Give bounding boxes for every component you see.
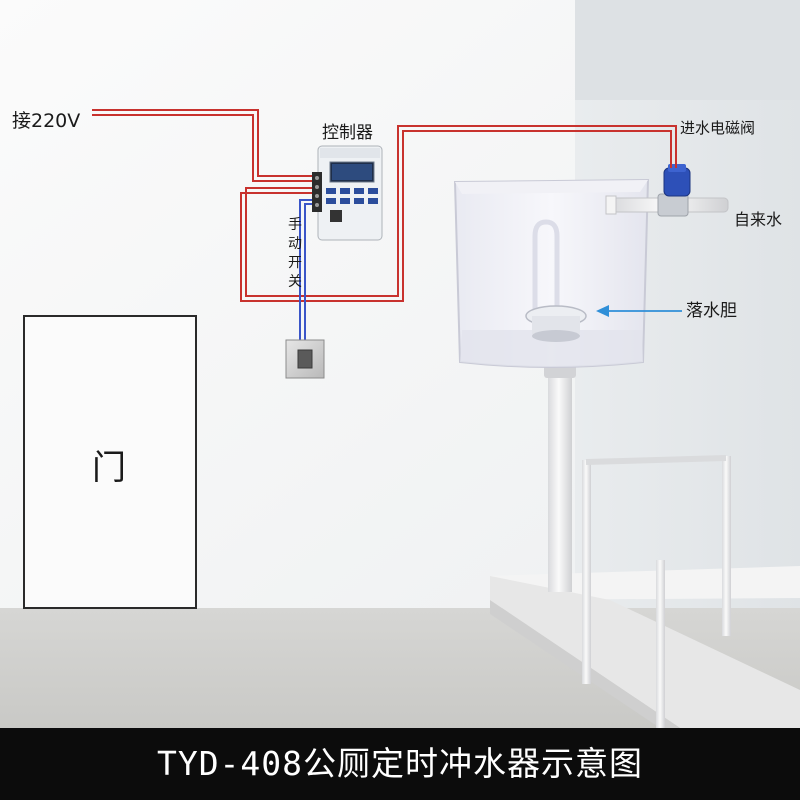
drain-pipe <box>548 362 572 592</box>
red-wiring <box>92 109 677 302</box>
valve-label: 进水电磁阀 <box>680 119 756 137</box>
manual-switch-label: 手动开关 <box>288 217 302 290</box>
flush-pipe-b <box>656 560 665 728</box>
solenoid-valve <box>663 167 691 197</box>
ballcock-arrow <box>596 305 682 317</box>
overflow-tube <box>532 219 560 310</box>
manual-switch <box>285 339 325 379</box>
flush-pipe-top <box>585 455 727 465</box>
inlet-pipe-drop <box>605 195 617 215</box>
door-label: 门 <box>92 448 126 488</box>
door <box>23 315 197 609</box>
water-supply-label: 自来水 <box>734 210 783 229</box>
wall-corner-shade <box>575 0 800 100</box>
controller-label: 控制器 <box>322 123 373 143</box>
caption-bar: TYD-408公厕定时冲水器示意图 <box>0 728 800 800</box>
ledge-front <box>490 576 800 728</box>
valve-fitting <box>657 193 689 217</box>
water-tank-rim <box>455 180 648 194</box>
tank-bottom-shade <box>460 330 643 367</box>
timer-controller <box>312 145 383 241</box>
flush-pipe-a <box>582 460 591 684</box>
ballcock-body <box>532 316 580 334</box>
power-label: 接220V <box>12 110 81 132</box>
controller-terminal-block <box>312 172 322 212</box>
caption-title: TYD-408公厕定时冲水器示意图 <box>156 744 644 783</box>
ballcock-base <box>532 330 580 342</box>
flush-pipe-c <box>722 456 731 636</box>
ballcock-label: 落水胆 <box>686 301 737 321</box>
